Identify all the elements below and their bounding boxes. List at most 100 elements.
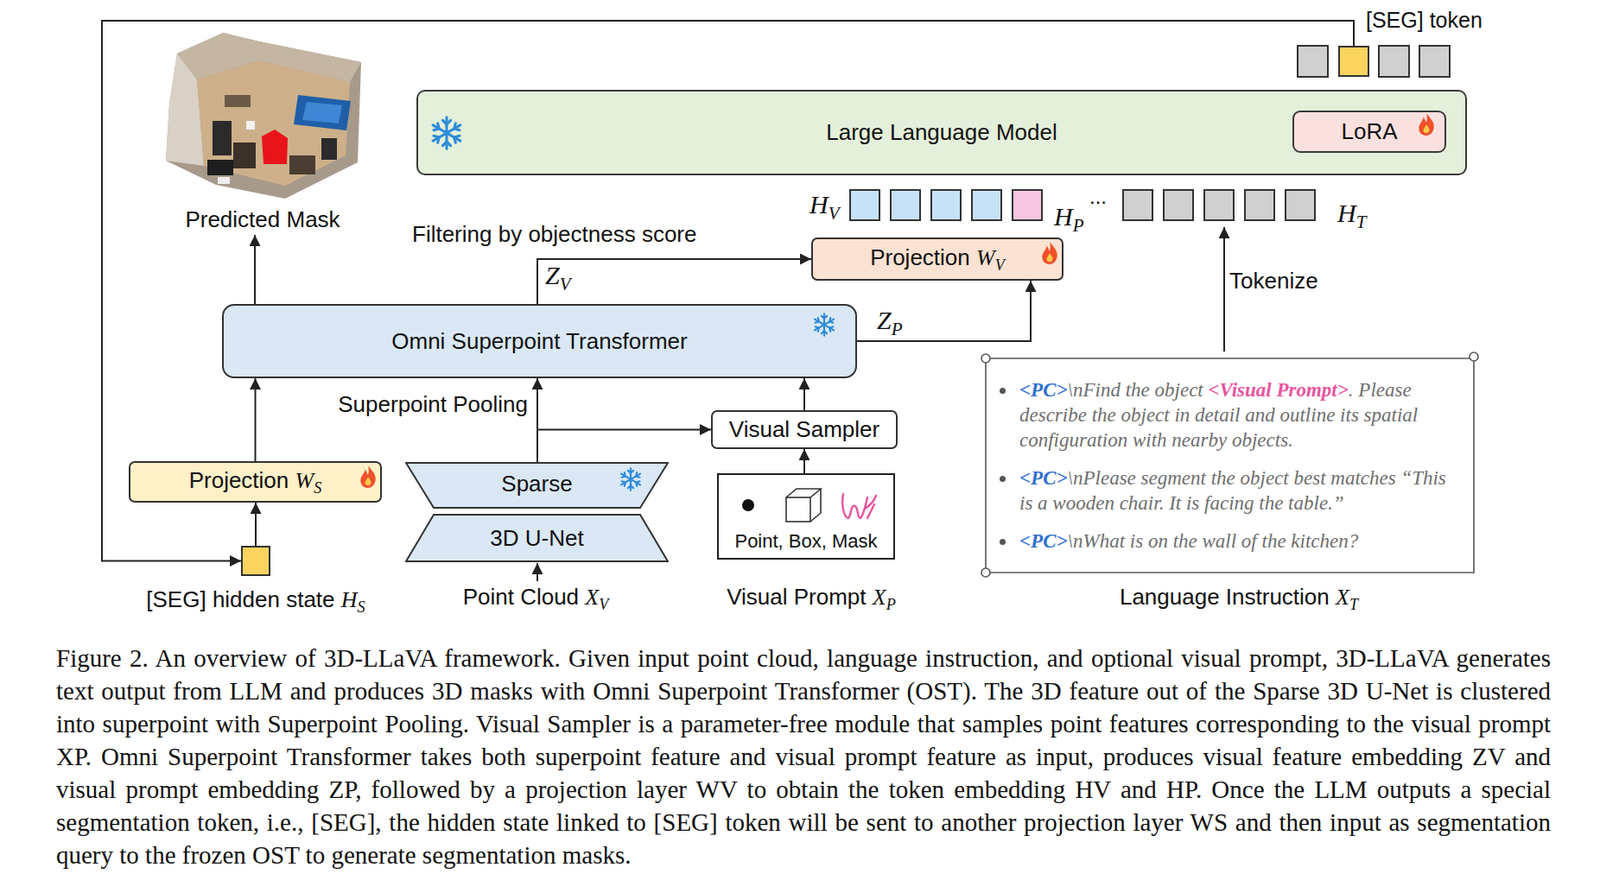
trainable-icon (1041, 241, 1057, 265)
text: Visual Sampler (729, 416, 880, 443)
text-holder: ProjectionWV (812, 239, 1062, 280)
figure-caption: Figure 2. An overview of 3D-LLaVA framew… (56, 641, 1551, 872)
bullet-dot (999, 539, 1006, 546)
instruction-scroll: <PC>\nFind the object <Visual Prompt>. P… (977, 351, 1483, 580)
text-line: Omni Superpoint Transformer (391, 328, 687, 356)
connector (537, 430, 712, 464)
text-line: [SEG] token (1365, 7, 1483, 32)
text-line: Visual Sampler (729, 416, 880, 444)
label-group: ZP (876, 305, 903, 341)
projection-box: ProjectionWV (811, 237, 1064, 281)
hidden-state-square: [SEG] hidden stateHS (241, 546, 271, 577)
text: X (1335, 584, 1350, 610)
transformer-box: Omni Superpoint Transformer (222, 304, 858, 379)
connector (803, 378, 806, 411)
text: [SEG] hidden state (146, 586, 335, 613)
label-group: Language InstructionXT (1119, 584, 1359, 615)
text: Omni Superpoint Transformer (391, 328, 687, 355)
scroll-curl (1469, 352, 1479, 362)
text: 3D U-Net (489, 525, 584, 552)
bullet-item: <PC>\nPlease segment the object best mat… (1019, 465, 1462, 516)
text-line: ProjectionWS (189, 467, 323, 498)
text: Superpoint Pooling (337, 391, 528, 418)
text-holder: ProjectionWS (130, 463, 381, 502)
text: W (976, 245, 996, 271)
label-group: Visual PromptXP (726, 584, 896, 615)
connector (536, 378, 539, 463)
bullet-item: <PC>\nWhat is on the wall of the kitchen… (1019, 528, 1462, 554)
text: H (341, 587, 358, 613)
scroll-outline (985, 358, 1474, 573)
text: Predicted Mask (184, 206, 340, 233)
label-group: HT (1337, 198, 1366, 234)
model-box: Large Language Model LoRA (416, 89, 1467, 176)
text: T (1356, 211, 1367, 233)
text: Z (876, 305, 892, 335)
trapezoid (406, 463, 668, 508)
text: H (1337, 198, 1357, 228)
text: [SEG] token (1365, 7, 1483, 32)
scroll-curl (981, 354, 991, 363)
text: Tokenize (1229, 267, 1319, 294)
sampler-box: Visual Sampler (711, 410, 898, 450)
connector (537, 259, 812, 305)
text: W (295, 468, 315, 494)
token-square: [SEG] token (1338, 45, 1370, 77)
text: <PC> (1019, 530, 1068, 553)
unet-block: Sparse 3D U-Net (405, 462, 669, 563)
text: <PC> (1019, 379, 1068, 401)
text: P (1073, 215, 1085, 236)
text: Language Instruction (1119, 584, 1330, 610)
input-arrow (537, 227, 1225, 582)
trainable-icon (360, 465, 375, 489)
label-group: HP (1053, 202, 1085, 237)
edge-label: Filtering by objectness score (412, 221, 697, 248)
token-row (850, 45, 1450, 221)
text-holder: Visual Sampler (712, 412, 896, 448)
text: Sparse (501, 470, 572, 497)
text-line: LoRA (1340, 118, 1397, 146)
frozen-icon (432, 117, 461, 149)
text: X (872, 584, 887, 610)
adapter-box: LoRA (1292, 110, 1447, 153)
bullet-dot (999, 476, 1006, 483)
edge-label: Superpoint Pooling (337, 391, 528, 419)
text: V (828, 203, 840, 224)
text: H (1053, 202, 1074, 231)
text: ... (1089, 184, 1107, 209)
text: X (584, 584, 599, 610)
frozen-icon (814, 313, 834, 336)
image-node: Predicted Mask (163, 30, 362, 235)
scroll-curl (981, 568, 991, 578)
text: <Visual Prompt> (1208, 379, 1349, 401)
text: Z (545, 260, 560, 290)
text-holder: Omni Superpoint Transformer (223, 305, 856, 377)
label-group: HV (809, 190, 840, 225)
label-group: ... (1089, 184, 1107, 210)
trainable-icon (1418, 113, 1434, 136)
label-group: Tokenize (1229, 267, 1319, 295)
text: T (1349, 596, 1359, 614)
projection-box: ProjectionWS (128, 461, 382, 503)
text-holder: [SEG] token (1365, 7, 1483, 33)
text: V (559, 273, 572, 295)
bullet-list: <PC>\nFind the object <Visual Prompt>. P… (1019, 377, 1462, 567)
text-line: [SEG] hidden stateHS (146, 586, 365, 613)
text: <PC> (1019, 467, 1068, 489)
text: Large Language Model (825, 119, 1057, 146)
text: V (995, 255, 1005, 274)
text: Point, Box, Mask (734, 530, 877, 553)
text-holder: Point, Box, Mask (718, 530, 894, 553)
text: Projection (189, 467, 290, 494)
trapezoid (406, 514, 668, 562)
text-line: ProjectionWV (869, 244, 1005, 275)
text: H (809, 190, 829, 219)
text: S (313, 478, 322, 496)
label-group: Point CloudXV (463, 584, 610, 615)
frozen-icon (621, 468, 641, 490)
text-holder: LoRA (1294, 112, 1445, 152)
text: LoRA (1340, 118, 1397, 145)
text: P (886, 596, 896, 614)
prompt-box: Point, Box, Mask (717, 473, 896, 560)
